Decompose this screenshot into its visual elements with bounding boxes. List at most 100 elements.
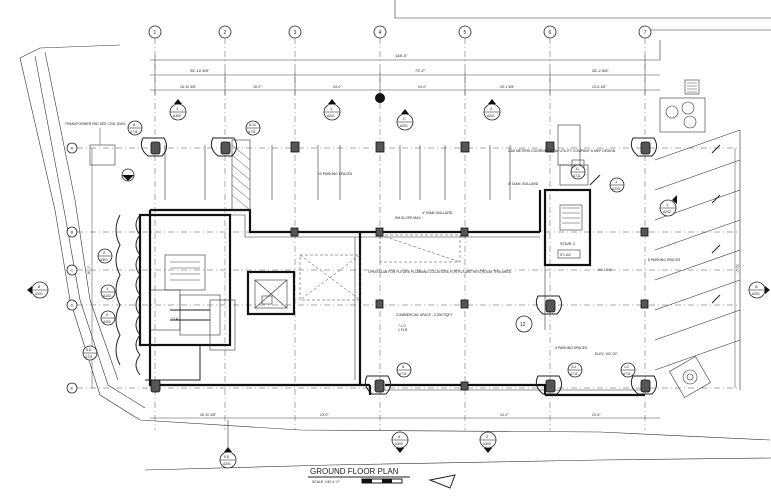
tag-a: T1 A xyxy=(171,317,179,321)
core-rooms xyxy=(115,213,236,381)
section-marker: 1 A203 xyxy=(609,177,625,193)
section-marker: 8-8 A201 xyxy=(219,447,237,469)
note-commercial: COMMERCIAL SPACE - 2,000 SQFT xyxy=(396,313,453,317)
section-marker: 5 A711 xyxy=(396,362,412,378)
parking-stalls-upper xyxy=(164,145,511,200)
north-dot xyxy=(375,93,385,103)
title-block: GROUND FLOOR PLAN SCALE: 1/8"=1'-0" xyxy=(308,467,456,489)
svg-text:A300: A300 xyxy=(173,114,181,118)
stair-label: STAIR 2 xyxy=(560,241,576,246)
site-details xyxy=(659,79,711,398)
svg-text:A201: A201 xyxy=(327,114,335,118)
section-marker: 1 A201 xyxy=(323,99,341,121)
grid-row-d: D xyxy=(66,299,740,311)
section-marker: 1 A102 xyxy=(100,284,116,300)
svg-text:1: 1 xyxy=(330,106,333,111)
svg-text:1: 1 xyxy=(176,106,179,111)
note-slope: SM.SLOPE MAX. xyxy=(395,216,422,220)
svg-text:C: C xyxy=(403,116,406,121)
dim-upper-1: 26'-10 3/8" xyxy=(190,68,210,73)
note-bollard-2: 4" DIAM. BOLLARD xyxy=(508,182,539,186)
svg-text:A300: A300 xyxy=(395,442,403,446)
dim-overall: 148'-0" xyxy=(395,53,408,58)
svg-text:8: 8 xyxy=(38,284,41,289)
bottom-dimensions: 26'-10 3/8" 23'-0" 24'-0" 24'-6" xyxy=(150,413,660,419)
grid-row-a: A xyxy=(66,142,740,154)
section-markers-right: 1 A202 1 A203 A A201 11 A711 xyxy=(570,164,770,299)
section-marker: 2 A300 xyxy=(479,431,497,453)
svg-text:A102: A102 xyxy=(103,320,111,324)
note-bollard-1: 4" DIAM. BOLLARD xyxy=(422,211,453,215)
dim-left: 80'-0" xyxy=(87,265,91,274)
grid-col-6-label: 6 xyxy=(549,30,552,36)
grid-row-a-label: A xyxy=(71,146,74,151)
section-marker: 8-10 A711 xyxy=(245,120,261,136)
dim-lower-2: 23'-0" xyxy=(320,413,329,417)
svg-text:A201: A201 xyxy=(487,114,495,118)
svg-text:2: 2 xyxy=(486,434,489,439)
section-marker: 3-4 A711 xyxy=(567,362,583,378)
section-marker xyxy=(121,168,135,182)
section-marker: 8-8 A711 xyxy=(82,345,98,361)
section-marker: 4 A300 xyxy=(391,431,409,453)
svg-text:2: 2 xyxy=(103,250,106,255)
north-arrow-icon xyxy=(428,474,456,489)
section-marker: 2 A102 xyxy=(100,310,116,326)
svg-text:1: 1 xyxy=(615,179,618,184)
svg-text:A711: A711 xyxy=(399,372,407,376)
svg-text:A202: A202 xyxy=(663,210,671,214)
plan-notes: 10 PARKING SPACES 4" DIAM. BOLLARD SM.SL… xyxy=(171,149,681,356)
section-markers-bottom: 4 A300 2 A300 5 A711 3-4 A711 1-2 A711 8… xyxy=(219,362,636,469)
grid-col-5-label: 5 xyxy=(464,30,467,36)
svg-text:A203: A203 xyxy=(612,187,620,191)
svg-text:2: 2 xyxy=(106,312,109,317)
key-tag-12: 12 xyxy=(520,322,526,328)
svg-text:1-2: 1-2 xyxy=(624,365,629,369)
dim-right: 72'-0" xyxy=(735,264,739,273)
key-tags: 11 12 xyxy=(515,159,585,333)
grid-row-e: E xyxy=(66,382,740,394)
svg-text:A711: A711 xyxy=(570,372,578,376)
section-marker: 2 A301 xyxy=(97,248,113,264)
note-parking-spaces: 10 PARKING SPACES xyxy=(318,172,353,176)
section-markers-left: 8 A201 1 A102 2 A102 2 A301 8-8 A711 xyxy=(27,168,135,361)
svg-text:6: 6 xyxy=(133,122,136,127)
grid-col-3-label: 3 xyxy=(294,30,297,36)
dim-sub-1: 18'-10 3/8" xyxy=(180,85,197,89)
grid-col-1: 1 xyxy=(148,25,162,430)
note-elev: ELEV. 100'-00" xyxy=(595,352,618,356)
grid-col-2-label: 2 xyxy=(224,30,227,36)
grid-row-b-label: B xyxy=(71,230,74,235)
svg-text:8-8: 8-8 xyxy=(224,455,229,459)
plan-title: GROUND FLOOR PLAN xyxy=(310,467,399,476)
grid-row-c-label: C xyxy=(71,268,74,273)
svg-text:A300: A300 xyxy=(483,442,491,446)
section-marker: 6 A711 xyxy=(127,120,143,136)
tag-b1: 7.1.0 xyxy=(398,324,406,328)
site-boundary xyxy=(19,0,771,471)
section-marker: A A201 xyxy=(748,281,770,299)
dim-sub-5: 25'-1 5/8" xyxy=(500,85,515,89)
dim-sub-3: 24'-0" xyxy=(333,85,342,89)
tag-b2: 1 FLR xyxy=(398,328,408,332)
svg-text:A711: A711 xyxy=(623,372,631,376)
top-dimensions: 148'-0" 26'-10 3/8" 73'-2" 28'-2 5/8" 18… xyxy=(150,53,660,95)
stair-tag: ST-102 xyxy=(560,253,571,257)
transformer-note: TRANSFORMER PAD SEE CIVIL DWG. xyxy=(65,122,126,126)
svg-text:A711: A711 xyxy=(85,355,93,359)
dim-sub-4: 24'-0" xyxy=(418,85,427,89)
note-dim-interior: 44'-2 5/8" xyxy=(598,268,613,272)
section-marker: 1 A202 xyxy=(659,195,677,217)
parking-stalls-right xyxy=(654,129,741,390)
grid-col-6: 6 xyxy=(543,25,557,430)
hatched-strip xyxy=(231,139,251,211)
svg-text:A201: A201 xyxy=(35,292,43,296)
svg-text:5: 5 xyxy=(402,364,405,369)
dim-sub-2: 18'-0" xyxy=(253,85,262,89)
svg-text:A102: A102 xyxy=(103,294,111,298)
svg-text:11: 11 xyxy=(575,166,580,171)
section-marker: 8 A201 xyxy=(27,281,49,299)
svg-text:A: A xyxy=(755,284,758,289)
section-marker: 2 A201 xyxy=(483,99,501,121)
